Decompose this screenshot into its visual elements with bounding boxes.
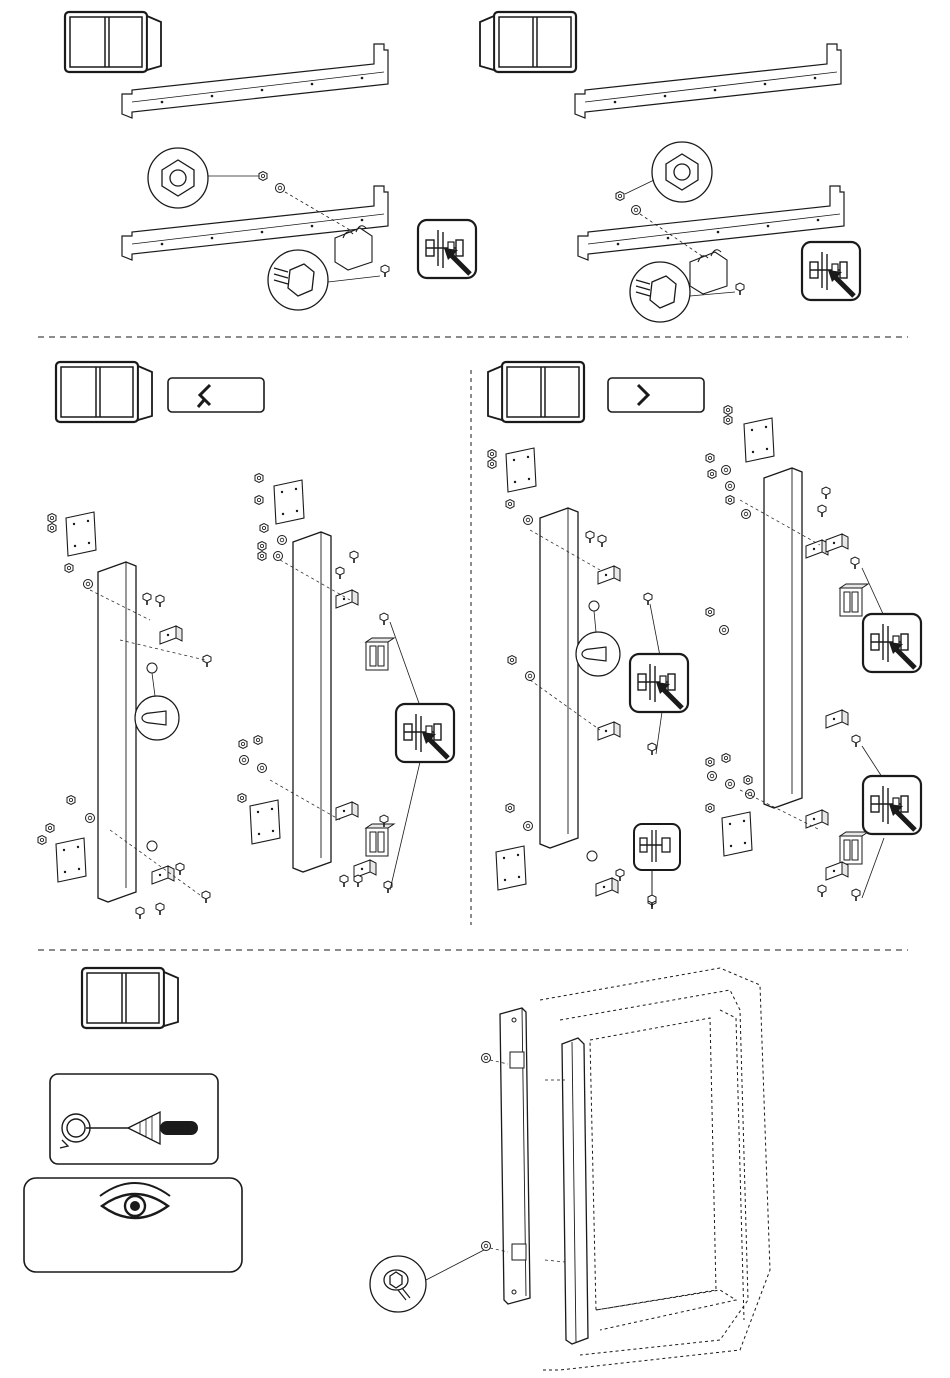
torque-wrench-icon (50, 1074, 218, 1164)
bolt-assembly-callout-icon (630, 654, 688, 712)
chevron-left-icon[interactable] (168, 378, 264, 412)
clip-bracket (335, 226, 372, 270)
mounting-plate (250, 800, 280, 844)
mounting-plate (66, 512, 96, 556)
mounting-plate (496, 846, 526, 890)
mounting-plate (56, 838, 86, 882)
mounting-plate (274, 480, 304, 524)
mounting-plate (506, 448, 536, 492)
hex-nut-detail-icon (148, 148, 260, 208)
section-top-right (480, 12, 860, 322)
chevron-right-icon[interactable] (608, 378, 704, 412)
section-bottom (24, 968, 770, 1370)
upper-rail (575, 44, 841, 118)
mounting-plate (722, 812, 752, 856)
cabinet-frame-icon (540, 968, 770, 1370)
bolt-assembly-callout-icon (418, 220, 476, 278)
bolt-assembly-callout-icon (396, 704, 454, 762)
bolt-assembly-callout-icon (863, 614, 921, 672)
hinge-block (366, 824, 394, 856)
door-open-left-icon (488, 362, 584, 422)
side-plate (98, 562, 136, 902)
mounting-plate (744, 418, 774, 462)
eye-inspect-icon (24, 1178, 242, 1272)
door-open-left-icon (480, 12, 576, 72)
section-top-left (65, 12, 476, 310)
section-middle-right (488, 362, 921, 909)
side-plate (500, 1008, 530, 1304)
hinge-block (366, 638, 394, 670)
side-plate (540, 508, 578, 848)
side-plate (293, 532, 331, 872)
door-open-right-icon (65, 12, 161, 72)
washer-bolt-callout-icon (634, 824, 680, 896)
hinge-block (840, 832, 868, 864)
door-open-right-icon (56, 362, 152, 422)
section-middle-left (38, 362, 454, 919)
plug-detail-icon (135, 663, 179, 740)
clip-bracket (690, 250, 727, 294)
plug-detail-icon (576, 601, 620, 676)
bolt-assembly-callout-icon (802, 242, 860, 300)
socket-screw-detail-icon (370, 1250, 484, 1312)
door-open-right-icon (82, 968, 178, 1028)
bolt-assembly-callout-icon (863, 776, 921, 834)
hinge-block (840, 584, 868, 616)
side-plate (764, 468, 802, 808)
hex-nut-detail-icon (625, 142, 712, 202)
